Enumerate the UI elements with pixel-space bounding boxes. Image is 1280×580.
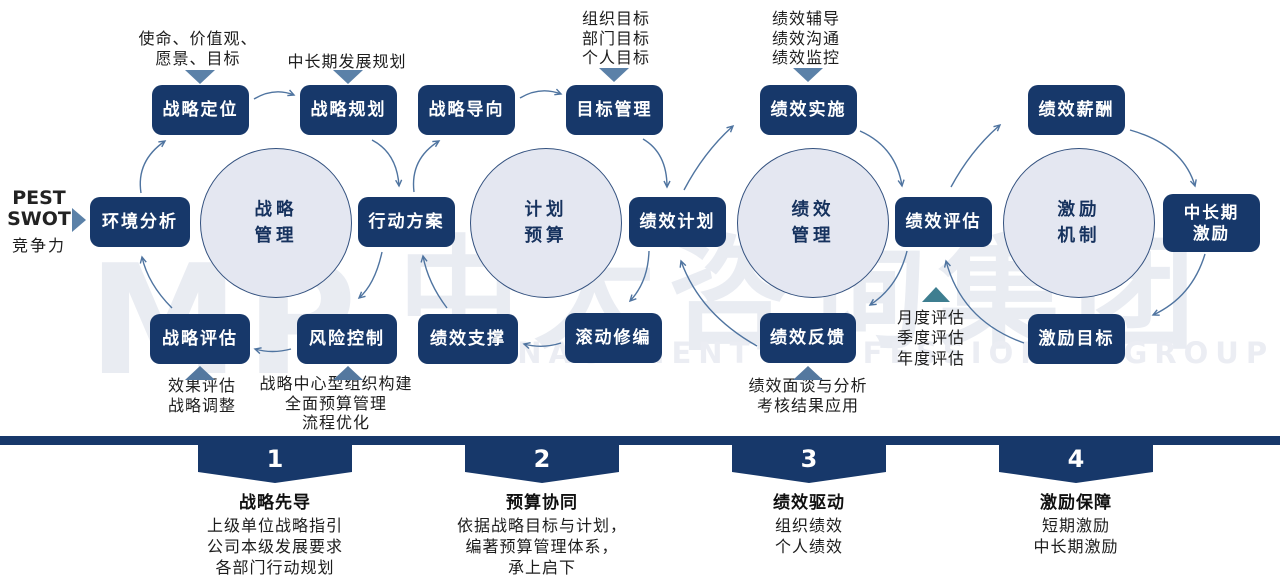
- pest-swot-label: PEST SWOT: [7, 187, 71, 230]
- arrow-orientation-to-objective: [519, 88, 563, 99]
- node-objective-management: 目标管理: [566, 85, 663, 135]
- node-performance-plan: 绩效计划: [629, 197, 726, 247]
- triangle-up-evaluation-icon: [185, 366, 215, 380]
- node-strategy-evaluation: 战略评估: [150, 314, 250, 364]
- arrow-target-to-assessment: [943, 259, 1025, 344]
- note-performance-interview: 绩效面谈与分析 考核结果应用: [748, 376, 868, 415]
- node-risk-control: 风险控制: [297, 314, 397, 364]
- note-performance-coaching: 绩效辅导 绩效沟通 绩效监控: [771, 9, 840, 68]
- node-performance-pay: 绩效薪酬: [1028, 85, 1125, 135]
- step-block-1: 1 战略先导 上级单位战略指引 公司本级发展要求 各部门行动规划: [165, 445, 385, 578]
- node-strategy-planning: 战略规划: [300, 85, 397, 135]
- circle-strategy-management: 战略 管理: [200, 148, 352, 298]
- arrow-rolling-to-support: [522, 342, 562, 350]
- arrow-action-to-orientation: [412, 140, 441, 193]
- section-divider-bar: [0, 436, 1280, 445]
- arrow-action-to-risk: [357, 251, 383, 300]
- step-block-4: 4 激励保障 短期激励 中长期激励: [966, 445, 1186, 557]
- note-pest-swot: PEST SWOT 竞争力: [4, 188, 74, 256]
- triangle-up-feedback-icon: [793, 366, 823, 380]
- triangle-down-planning-icon: [333, 70, 363, 84]
- node-mid-long-term-incentive: 中长期 激励: [1163, 194, 1260, 252]
- node-rolling-revision: 滚动修编: [565, 313, 662, 363]
- arrow-feedback-to-perfplan: [679, 259, 758, 347]
- arrow-longterm-to-target: [1151, 253, 1206, 316]
- note-mission-vision: 使命、价值观、 愿景、目标: [138, 29, 258, 68]
- circle-performance-management: 绩效 管理: [737, 148, 889, 298]
- note-periodic-evaluation: 月度评估 季度评估 年度评估: [897, 308, 966, 368]
- node-environment-analysis: 环境分析: [90, 197, 190, 247]
- step-ribbon-4: 4: [999, 445, 1153, 483]
- note-mid-long-term-plan: 中长期发展规划: [287, 52, 407, 71]
- node-performance-feedback: 绩效反馈: [760, 313, 856, 363]
- node-performance-support: 绩效支撑: [418, 314, 518, 364]
- step-block-3: 3 绩效驱动 组织绩效 个人绩效: [699, 445, 919, 557]
- step-title-1: 战略先导: [239, 493, 311, 513]
- step-desc-1: 上级单位战略指引 公司本级发展要求 各部门行动规划: [206, 516, 343, 578]
- step-title-2: 预算协同: [506, 493, 578, 513]
- triangle-up-periodic-icon: [922, 287, 950, 302]
- arrow-risk-to-evaluation: [253, 347, 292, 355]
- circle-plan-budget: 计划 预算: [470, 148, 622, 298]
- circle-incentive-mechanism: 激励 机制: [1003, 148, 1155, 298]
- arrow-assessment-to-feedback: [868, 250, 908, 306]
- competitiveness-label: 竞争力: [11, 236, 66, 255]
- arrow-positioning-to-planning: [253, 89, 296, 100]
- node-action-plan: 行动方案: [358, 197, 455, 247]
- arrow-perfplan-to-implementation: [683, 124, 735, 191]
- node-performance-implementation: 绩效实施: [760, 85, 857, 135]
- arrow-implementation-to-assessment: [859, 130, 905, 188]
- note-three-level-goals: 组织目标 部门目标 个人目标: [581, 9, 650, 68]
- node-performance-assessment: 绩效评估: [895, 197, 992, 247]
- arrow-evaluation-to-env: [139, 255, 173, 309]
- arrow-perfplan-to-rolling: [628, 250, 650, 303]
- triangle-down-objective-icon: [599, 68, 629, 82]
- arrow-assessment-to-pay: [950, 123, 1002, 188]
- step-title-4: 激励保障: [1040, 493, 1112, 513]
- step-desc-4: 短期激励 中长期激励: [1033, 516, 1119, 557]
- step-ribbon-3: 3: [732, 445, 886, 483]
- note-effect-evaluation: 效果评估 战略调整: [167, 376, 236, 415]
- step-block-2: 2 预算协同 依据战略目标与计划， 编著预算管理体系， 承上启下: [432, 445, 652, 578]
- step-desc-3: 组织绩效 个人绩效: [774, 516, 843, 557]
- arrow-planning-to-action: [371, 139, 403, 188]
- step-ribbon-1: 1: [198, 445, 352, 483]
- arrow-support-to-action: [420, 254, 448, 309]
- arrow-pay-to-longterm: [1129, 129, 1197, 188]
- arrow-env-to-positioning: [139, 140, 167, 194]
- node-incentive-target: 激励目标: [1028, 314, 1125, 364]
- step-ribbon-2: 2: [465, 445, 619, 483]
- triangle-down-positioning-icon: [185, 70, 215, 84]
- pest-pointer-triangle-icon: [72, 208, 86, 232]
- triangle-down-implementation-icon: [793, 68, 823, 82]
- node-strategy-positioning: 战略定位: [152, 85, 249, 135]
- step-title-3: 绩效驱动: [773, 493, 845, 513]
- step-desc-2: 依据战略目标与计划， 编著预算管理体系， 承上启下: [456, 516, 627, 578]
- arrow-objective-to-perfplan: [642, 138, 671, 189]
- triangle-up-risk-icon: [333, 366, 363, 380]
- node-strategy-orientation: 战略导向: [418, 85, 515, 135]
- note-strategy-centered-org: 战略中心型组织构建 全面预算管理 流程优化: [259, 374, 413, 433]
